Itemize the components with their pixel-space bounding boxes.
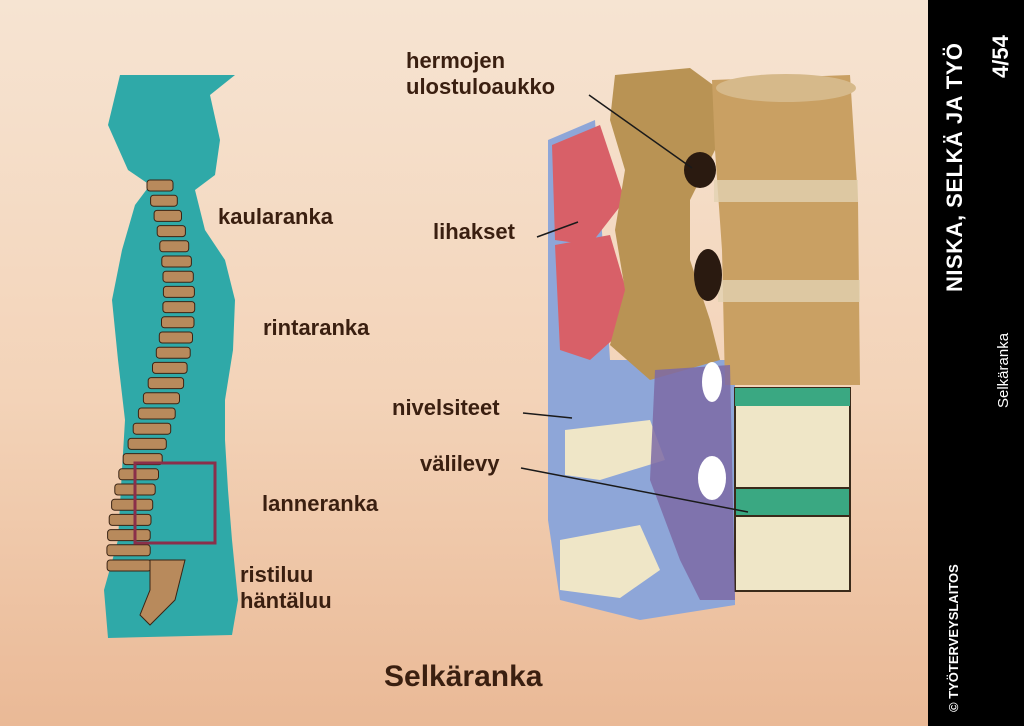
sidebar <box>928 0 1024 726</box>
vertebra <box>142 392 180 405</box>
spinal-column <box>106 179 196 626</box>
vertebra <box>107 529 151 542</box>
label-rintaranka: rintaranka <box>263 315 370 340</box>
label-lihakset: lihakset <box>433 219 515 244</box>
vertebra <box>161 255 192 268</box>
vertebra <box>106 544 151 557</box>
vertebra <box>147 377 185 390</box>
figure-title: Selkäranka <box>384 660 543 693</box>
label-ristiluu: ristiluu <box>240 562 314 587</box>
label-hantaluu: häntäluu <box>240 588 332 613</box>
vertebra <box>162 270 194 283</box>
series-title: NISKA, SELKÄ JA TYÖ <box>942 42 967 293</box>
label-lanneranka: lanneranka <box>262 491 379 516</box>
copyright-notice: © TYÖTERVEYSLAITOS <box>946 564 961 712</box>
sidebar-subtitle: Selkäranka <box>995 332 1012 408</box>
spine-illustration <box>104 68 860 638</box>
label-valilevy: välilevy <box>420 451 500 476</box>
vertebra <box>111 498 154 511</box>
vertebra <box>153 209 183 222</box>
vertebra-detail <box>520 68 860 620</box>
label-hermojen: hermojen <box>406 48 506 73</box>
vertebra <box>161 316 195 329</box>
vertebra <box>159 240 190 253</box>
vertebra <box>158 331 194 344</box>
vertebra <box>108 513 152 526</box>
vertebra <box>127 437 167 450</box>
vertebra <box>155 346 191 359</box>
vertebra <box>146 179 174 192</box>
vertebra <box>150 194 178 207</box>
sacrum-coccyx <box>139 559 186 626</box>
vertebra <box>162 285 195 298</box>
vertebra <box>132 422 172 435</box>
vertebra <box>137 407 176 420</box>
page-number: 4/54 <box>988 35 1013 78</box>
label-nivelsiteet: nivelsiteet <box>392 395 500 420</box>
label-kaularanka: kaularanka <box>218 204 333 229</box>
vertebra <box>118 468 160 481</box>
vertebra <box>162 301 196 314</box>
vertebra <box>152 361 188 374</box>
lumbar-highlight-box <box>133 461 217 545</box>
label-ulostuloaukko: ulostuloaukko <box>406 74 556 99</box>
vertebra <box>106 559 152 572</box>
vertebra <box>156 225 186 238</box>
